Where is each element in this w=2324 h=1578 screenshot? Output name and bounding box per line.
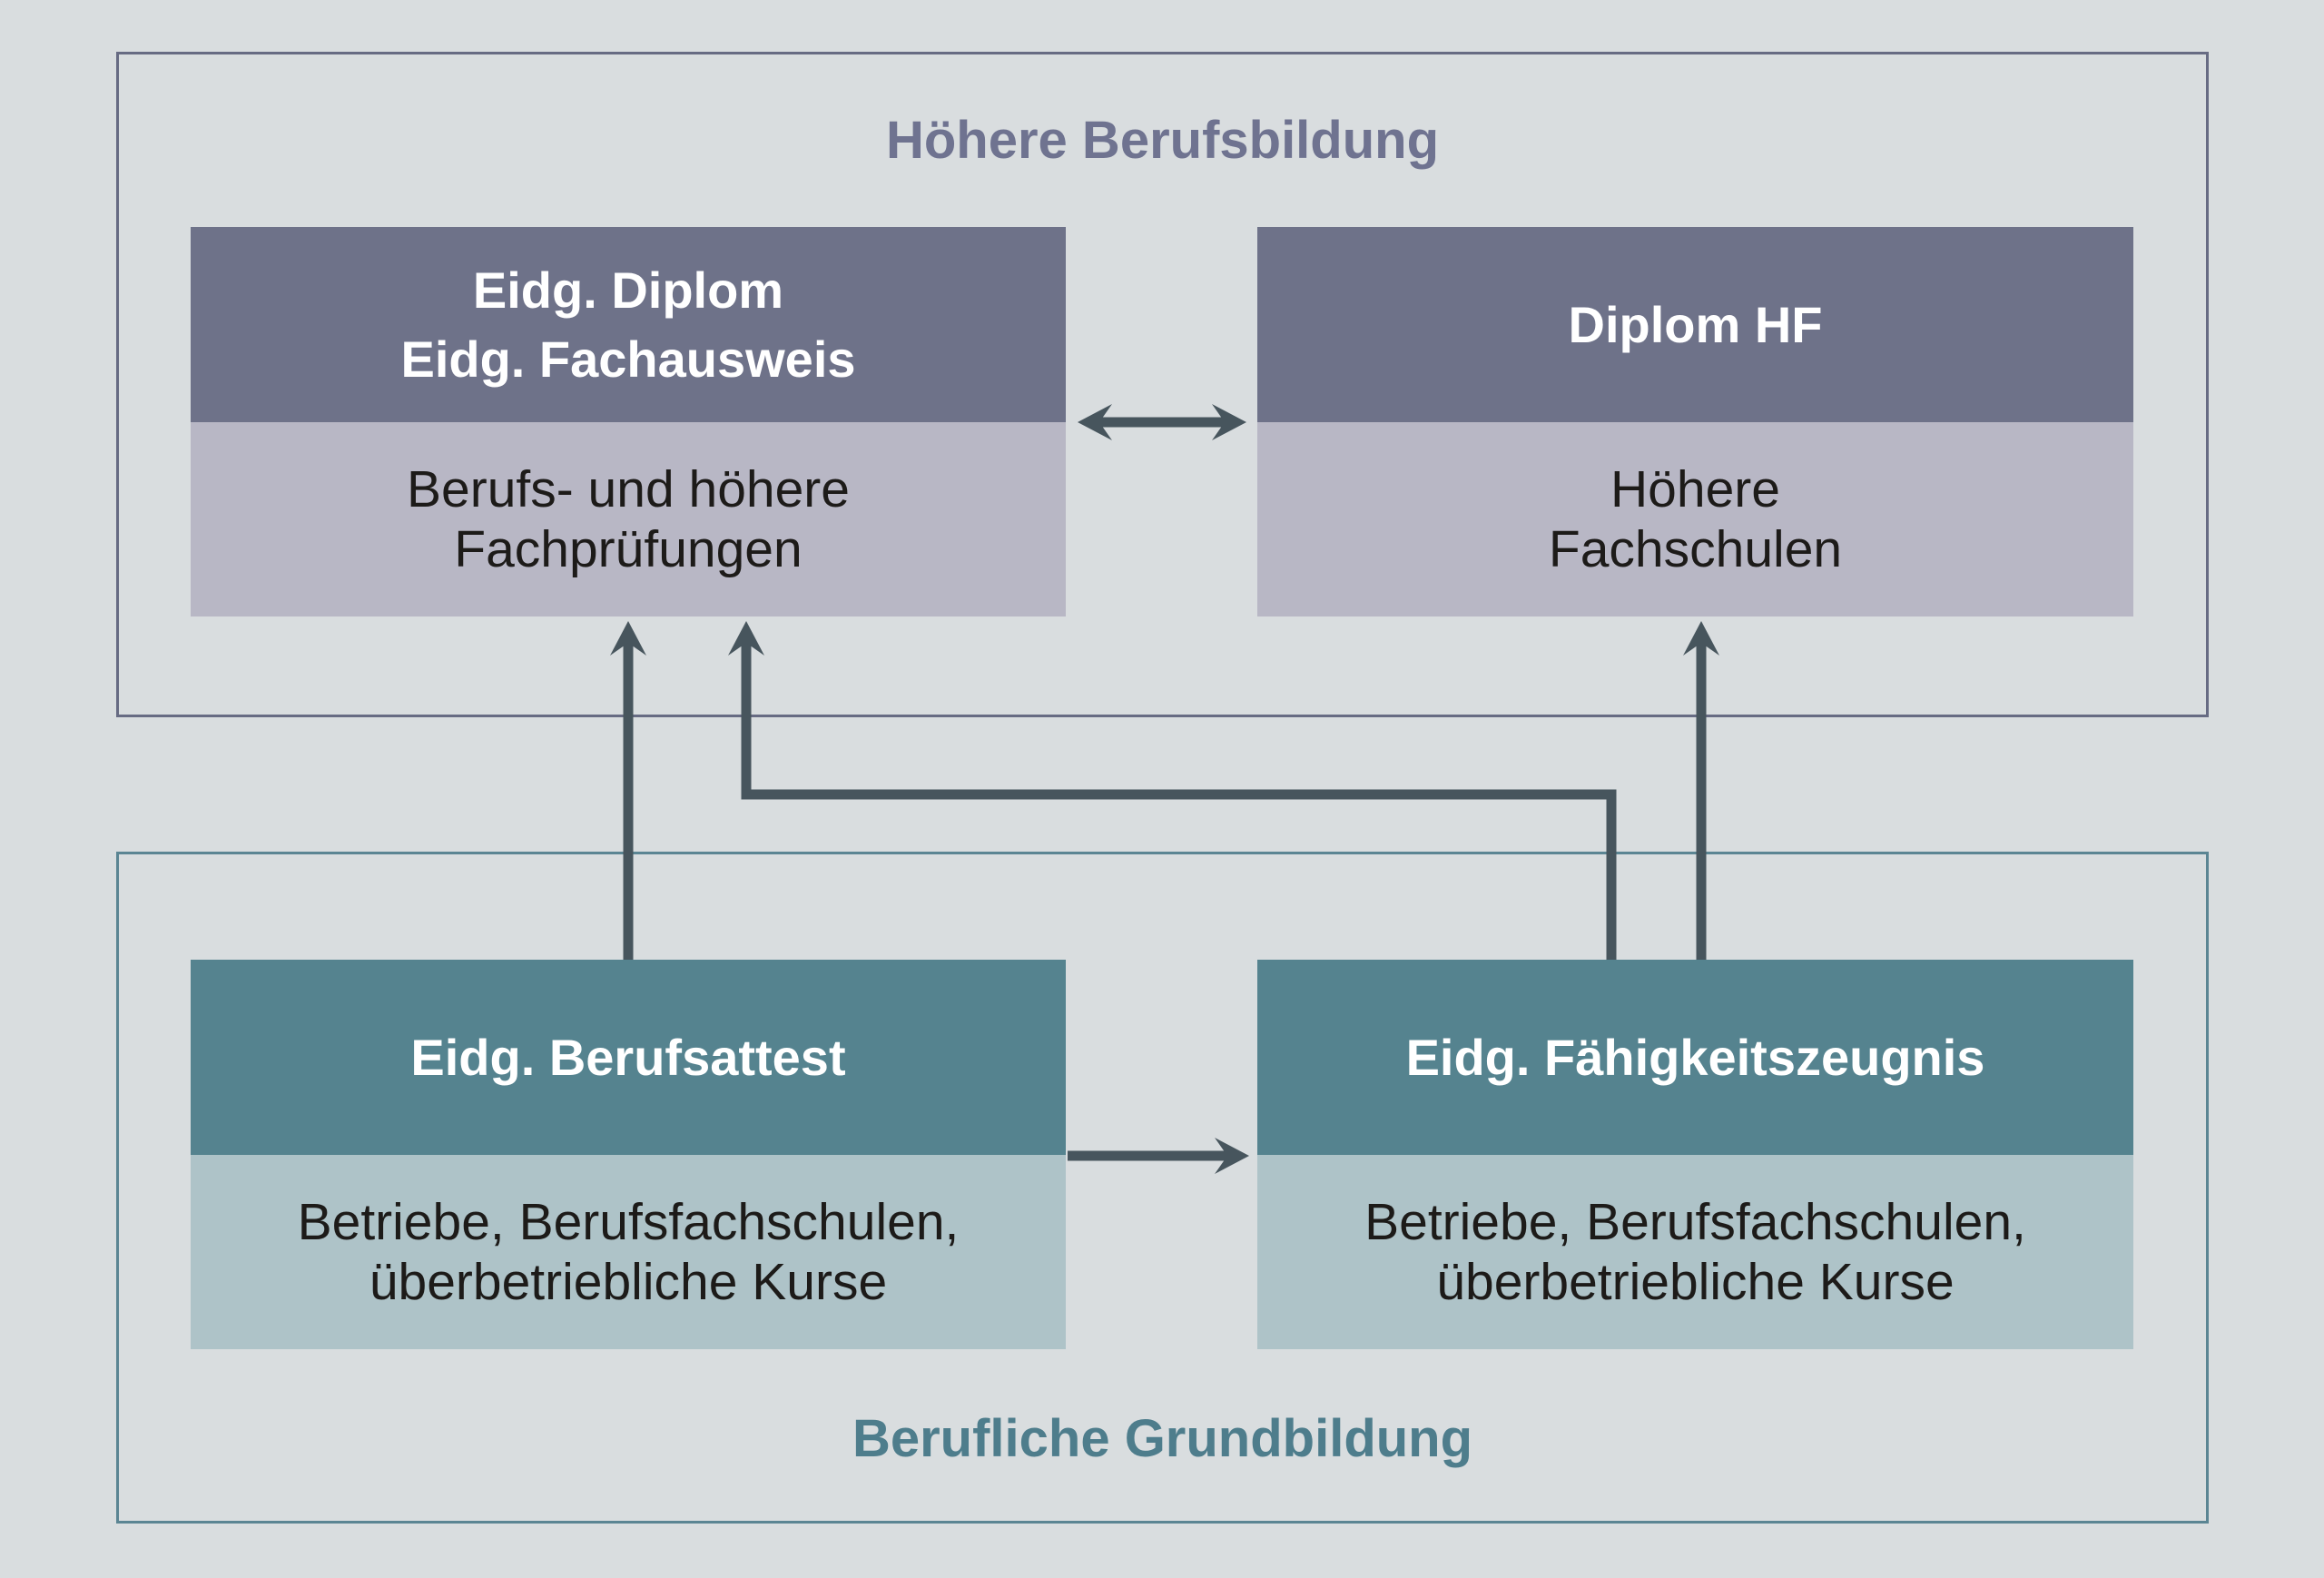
box-diplom-hf-provider: Höhere Fachschulen — [1257, 422, 2133, 616]
upper-section-title: Höhere Berufsbildung — [885, 111, 1440, 170]
box-eidg-faehigkeitszeugnis: Eidg. Fähigkeitszeugnis Betriebe, Berufs… — [1257, 960, 2133, 1349]
box-diplom-hf: Diplom HF Höhere Fachschulen — [1257, 227, 2133, 616]
lower-section-title: Berufliche Grundbildung — [852, 1409, 1473, 1468]
box-eidg-berufsattest: Eidg. Berufsattest Betriebe, Berufsfachs… — [191, 960, 1066, 1349]
box-eidg-faehigkeitszeugnis-provider: Betriebe, Berufsfachschulen, überbetrieb… — [1257, 1155, 2133, 1349]
box-eidg-berufsattest-title: Eidg. Berufsattest — [191, 960, 1066, 1155]
box-eidg-faehigkeitszeugnis-title: Eidg. Fähigkeitszeugnis — [1257, 960, 2133, 1155]
box-diplom-hf-title: Diplom HF — [1257, 227, 2133, 422]
box-eidg-diplom-fachausweis-title: Eidg. Diplom Eidg. Fachausweis — [191, 227, 1066, 422]
box-eidg-diplom-fachausweis-provider: Berufs- und höhere Fachprüfungen — [191, 422, 1066, 616]
box-eidg-berufsattest-provider: Betriebe, Berufsfachschulen, überbetrieb… — [191, 1155, 1066, 1349]
box-eidg-diplom-fachausweis: Eidg. Diplom Eidg. Fachausweis Berufs- u… — [191, 227, 1066, 616]
